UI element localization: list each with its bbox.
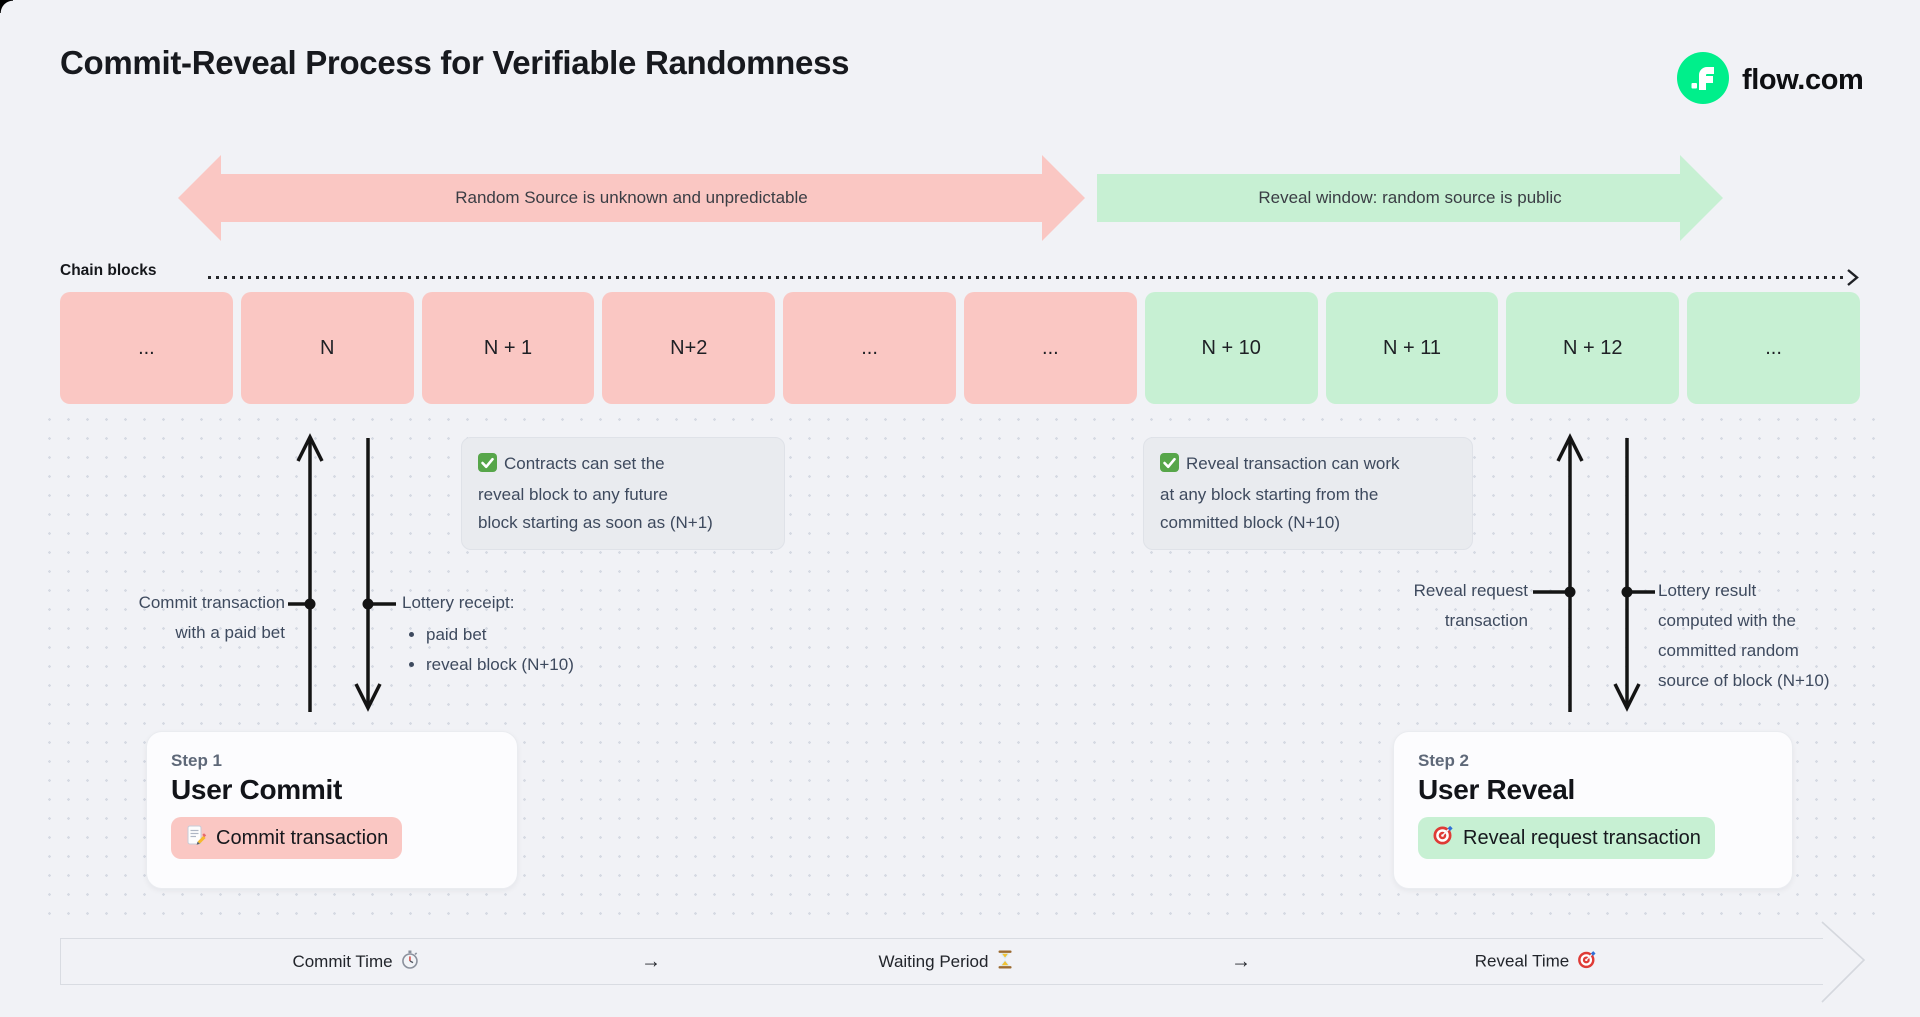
stage-reveal-time: Reveal Time: [1475, 949, 1597, 974]
chain-block: N + 12: [1506, 292, 1680, 404]
receipt-item: paid bet: [426, 620, 574, 650]
stage-commit-time: Commit Time: [292, 950, 419, 974]
note-line: committed block (N+10): [1160, 513, 1340, 532]
step-eyebrow: Step 2: [1418, 751, 1470, 770]
page-title: Commit-Reveal Process for Verifiable Ran…: [60, 44, 850, 81]
chain-block: N+2: [602, 292, 776, 404]
note-line: Reveal transaction can work: [1186, 454, 1400, 473]
phase-banner-arrows: [178, 155, 1723, 241]
target-icon: [1577, 949, 1597, 974]
note-line: Contracts can set the: [504, 454, 665, 473]
step2-user-reveal-card: Step 2 User Reveal Reveal request transa…: [1393, 731, 1793, 889]
receipt-title: Lottery receipt:: [402, 593, 515, 612]
hourglass-icon: [996, 950, 1013, 974]
chain-blocks-row: ... N N + 1 N+2 ... ... N + 10 N + 11 N …: [60, 292, 1860, 404]
step-eyebrow: Step 1: [171, 751, 223, 770]
chain-block: N + 1: [421, 292, 595, 404]
screen-corner-artifact: [0, 0, 13, 13]
chain-block: ...: [783, 292, 956, 404]
stage-waiting-period: Waiting Period: [879, 950, 1014, 974]
label-line: source of block (N+10): [1658, 671, 1830, 690]
target-icon: [1432, 824, 1454, 852]
arrow-right-icon: →: [641, 950, 661, 972]
label-line: with a paid bet: [175, 623, 285, 642]
chain-block: ...: [1687, 292, 1860, 404]
reveal-phase-label: Reveal window: random source is public: [1258, 188, 1562, 207]
commit-transaction-badge: Commit transaction: [171, 817, 403, 859]
arrow-right-icon: →: [1231, 950, 1251, 972]
chain-axis-dotted-line: [208, 276, 1846, 279]
chain-block: N + 10: [1144, 292, 1318, 404]
chain-block: N: [240, 292, 414, 404]
note-line: block starting as soon as (N+1): [478, 513, 713, 532]
note-line: at any block starting from the: [1160, 485, 1379, 504]
flow-logo-icon: [1677, 52, 1729, 109]
chain-axis-arrowhead-icon: [1846, 268, 1860, 293]
note-reveal-window: Reveal transaction can work at any block…: [1143, 437, 1473, 550]
lottery-result-label: Lottery result computed with the committ…: [1658, 576, 1878, 696]
step1-user-commit-card: Step 1 User Commit Commit transaction: [146, 731, 518, 889]
label-line: Reveal request: [1413, 581, 1528, 600]
stopwatch-icon: [401, 950, 420, 974]
label-line: transaction: [1444, 611, 1528, 630]
step-title: User Reveal: [1418, 774, 1576, 805]
stage-label: Commit Time: [292, 951, 393, 971]
time-axis: Commit Time → Waiting Period: [60, 938, 1823, 985]
check-icon: [478, 453, 497, 481]
note-line: reveal block to any future: [478, 485, 668, 504]
chain-block: ...: [963, 292, 1137, 404]
reveal-phase-arrow: [1097, 155, 1723, 241]
receipt-item: reveal block (N+10): [426, 650, 574, 680]
reveal-request-label: Reveal request transaction: [1348, 576, 1528, 636]
flow-brand: flow.com: [1677, 52, 1864, 109]
reveal-request-badge: Reveal request transaction: [1418, 817, 1715, 859]
step-title: User Commit: [171, 774, 342, 805]
time-axis-arrowhead-icon: [1818, 918, 1870, 1011]
chain-axis-label: Chain blocks: [60, 262, 157, 279]
chain-block: ...: [60, 292, 233, 404]
note-commit-window: Contracts can set the reveal block to an…: [461, 437, 785, 550]
stage-label: Waiting Period: [878, 951, 989, 971]
badge-label: Reveal request transaction: [1463, 826, 1701, 849]
label-line: computed with the: [1658, 611, 1796, 630]
check-icon: [1160, 453, 1179, 481]
brand-name: flow.com: [1742, 64, 1864, 96]
label-line: Commit transaction: [138, 593, 285, 612]
chain-block: N + 11: [1325, 292, 1499, 404]
label-line: committed random: [1658, 641, 1799, 660]
commit-phase-label: Random Source is unknown and unpredictab…: [455, 188, 808, 207]
badge-label: Commit transaction: [216, 826, 389, 849]
memo-icon: [185, 824, 207, 852]
lottery-receipt-label: Lottery receipt: paid bet reveal block (…: [402, 588, 574, 680]
label-line: Lottery result: [1658, 581, 1757, 600]
commit-transaction-label: Commit transaction with a paid bet: [85, 588, 285, 648]
stage-label: Reveal Time: [1474, 951, 1570, 971]
commit-phase-arrow: [178, 155, 1085, 241]
